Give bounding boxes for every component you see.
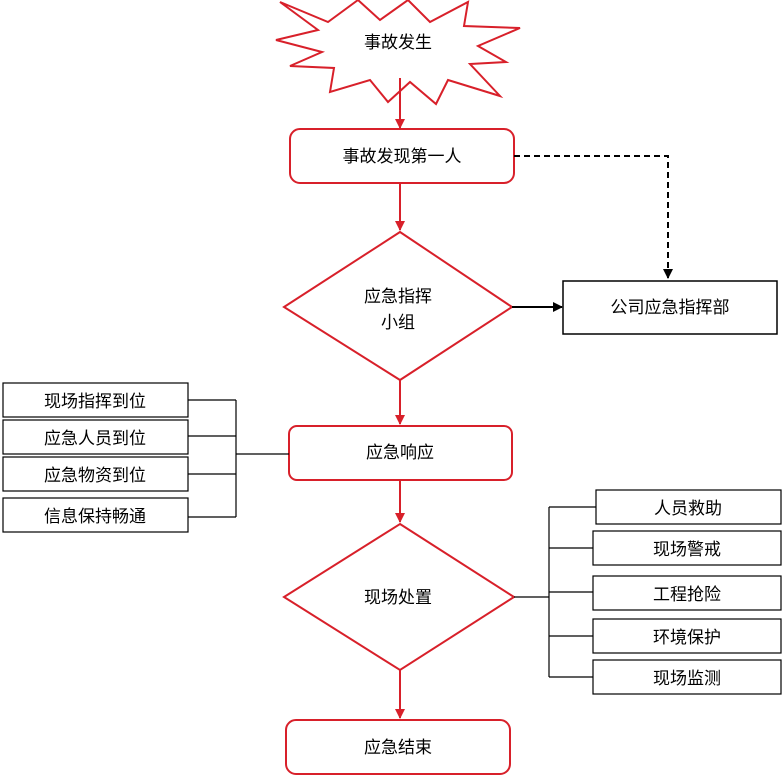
response-item-box: [2, 419, 189, 455]
command-group-diamond: [282, 230, 514, 382]
response-item-box: [2, 382, 189, 418]
onsite-item-box: [592, 530, 782, 566]
onsite-item-label: 工程抢险: [653, 585, 721, 605]
command-group-label-1: 应急指挥: [364, 287, 432, 307]
response-item-label: 应急人员到位: [44, 429, 146, 449]
onsite-item-label: 现场警戒: [653, 540, 721, 560]
response-item-label: 现场指挥到位: [44, 392, 146, 412]
onsite-item-box: [592, 618, 782, 654]
response-label: 应急响应: [366, 443, 434, 463]
command-group-label-2: 小组: [381, 313, 415, 333]
response-item-box: [2, 456, 189, 492]
onsite-item-label: 人员救助: [654, 499, 722, 519]
onsite-item-box: [592, 575, 782, 611]
response-item-box: [2, 497, 189, 533]
dashed-connector: [514, 155, 673, 279]
response-box: [288, 425, 513, 481]
response-item-label: 信息保持畅通: [44, 507, 146, 527]
end-box: [285, 719, 511, 775]
response-item-label: 应急物资到位: [44, 466, 146, 486]
onsite-item-label: 环境保护: [653, 628, 721, 648]
end-label: 应急结束: [364, 738, 432, 758]
start-burst: [275, 0, 521, 106]
onsite-item-box: [592, 659, 782, 695]
first-person-label: 事故发现第一人: [343, 147, 462, 167]
onsite-item-label: 现场监测: [653, 669, 721, 689]
onsite-item-box: [595, 489, 782, 525]
company-command-label: 公司应急指挥部: [611, 298, 730, 318]
onsite-label: 现场处置: [364, 588, 432, 608]
start-label: 事故发生: [364, 33, 432, 53]
company-command-box: [562, 280, 778, 335]
onsite-diamond: [282, 522, 516, 672]
